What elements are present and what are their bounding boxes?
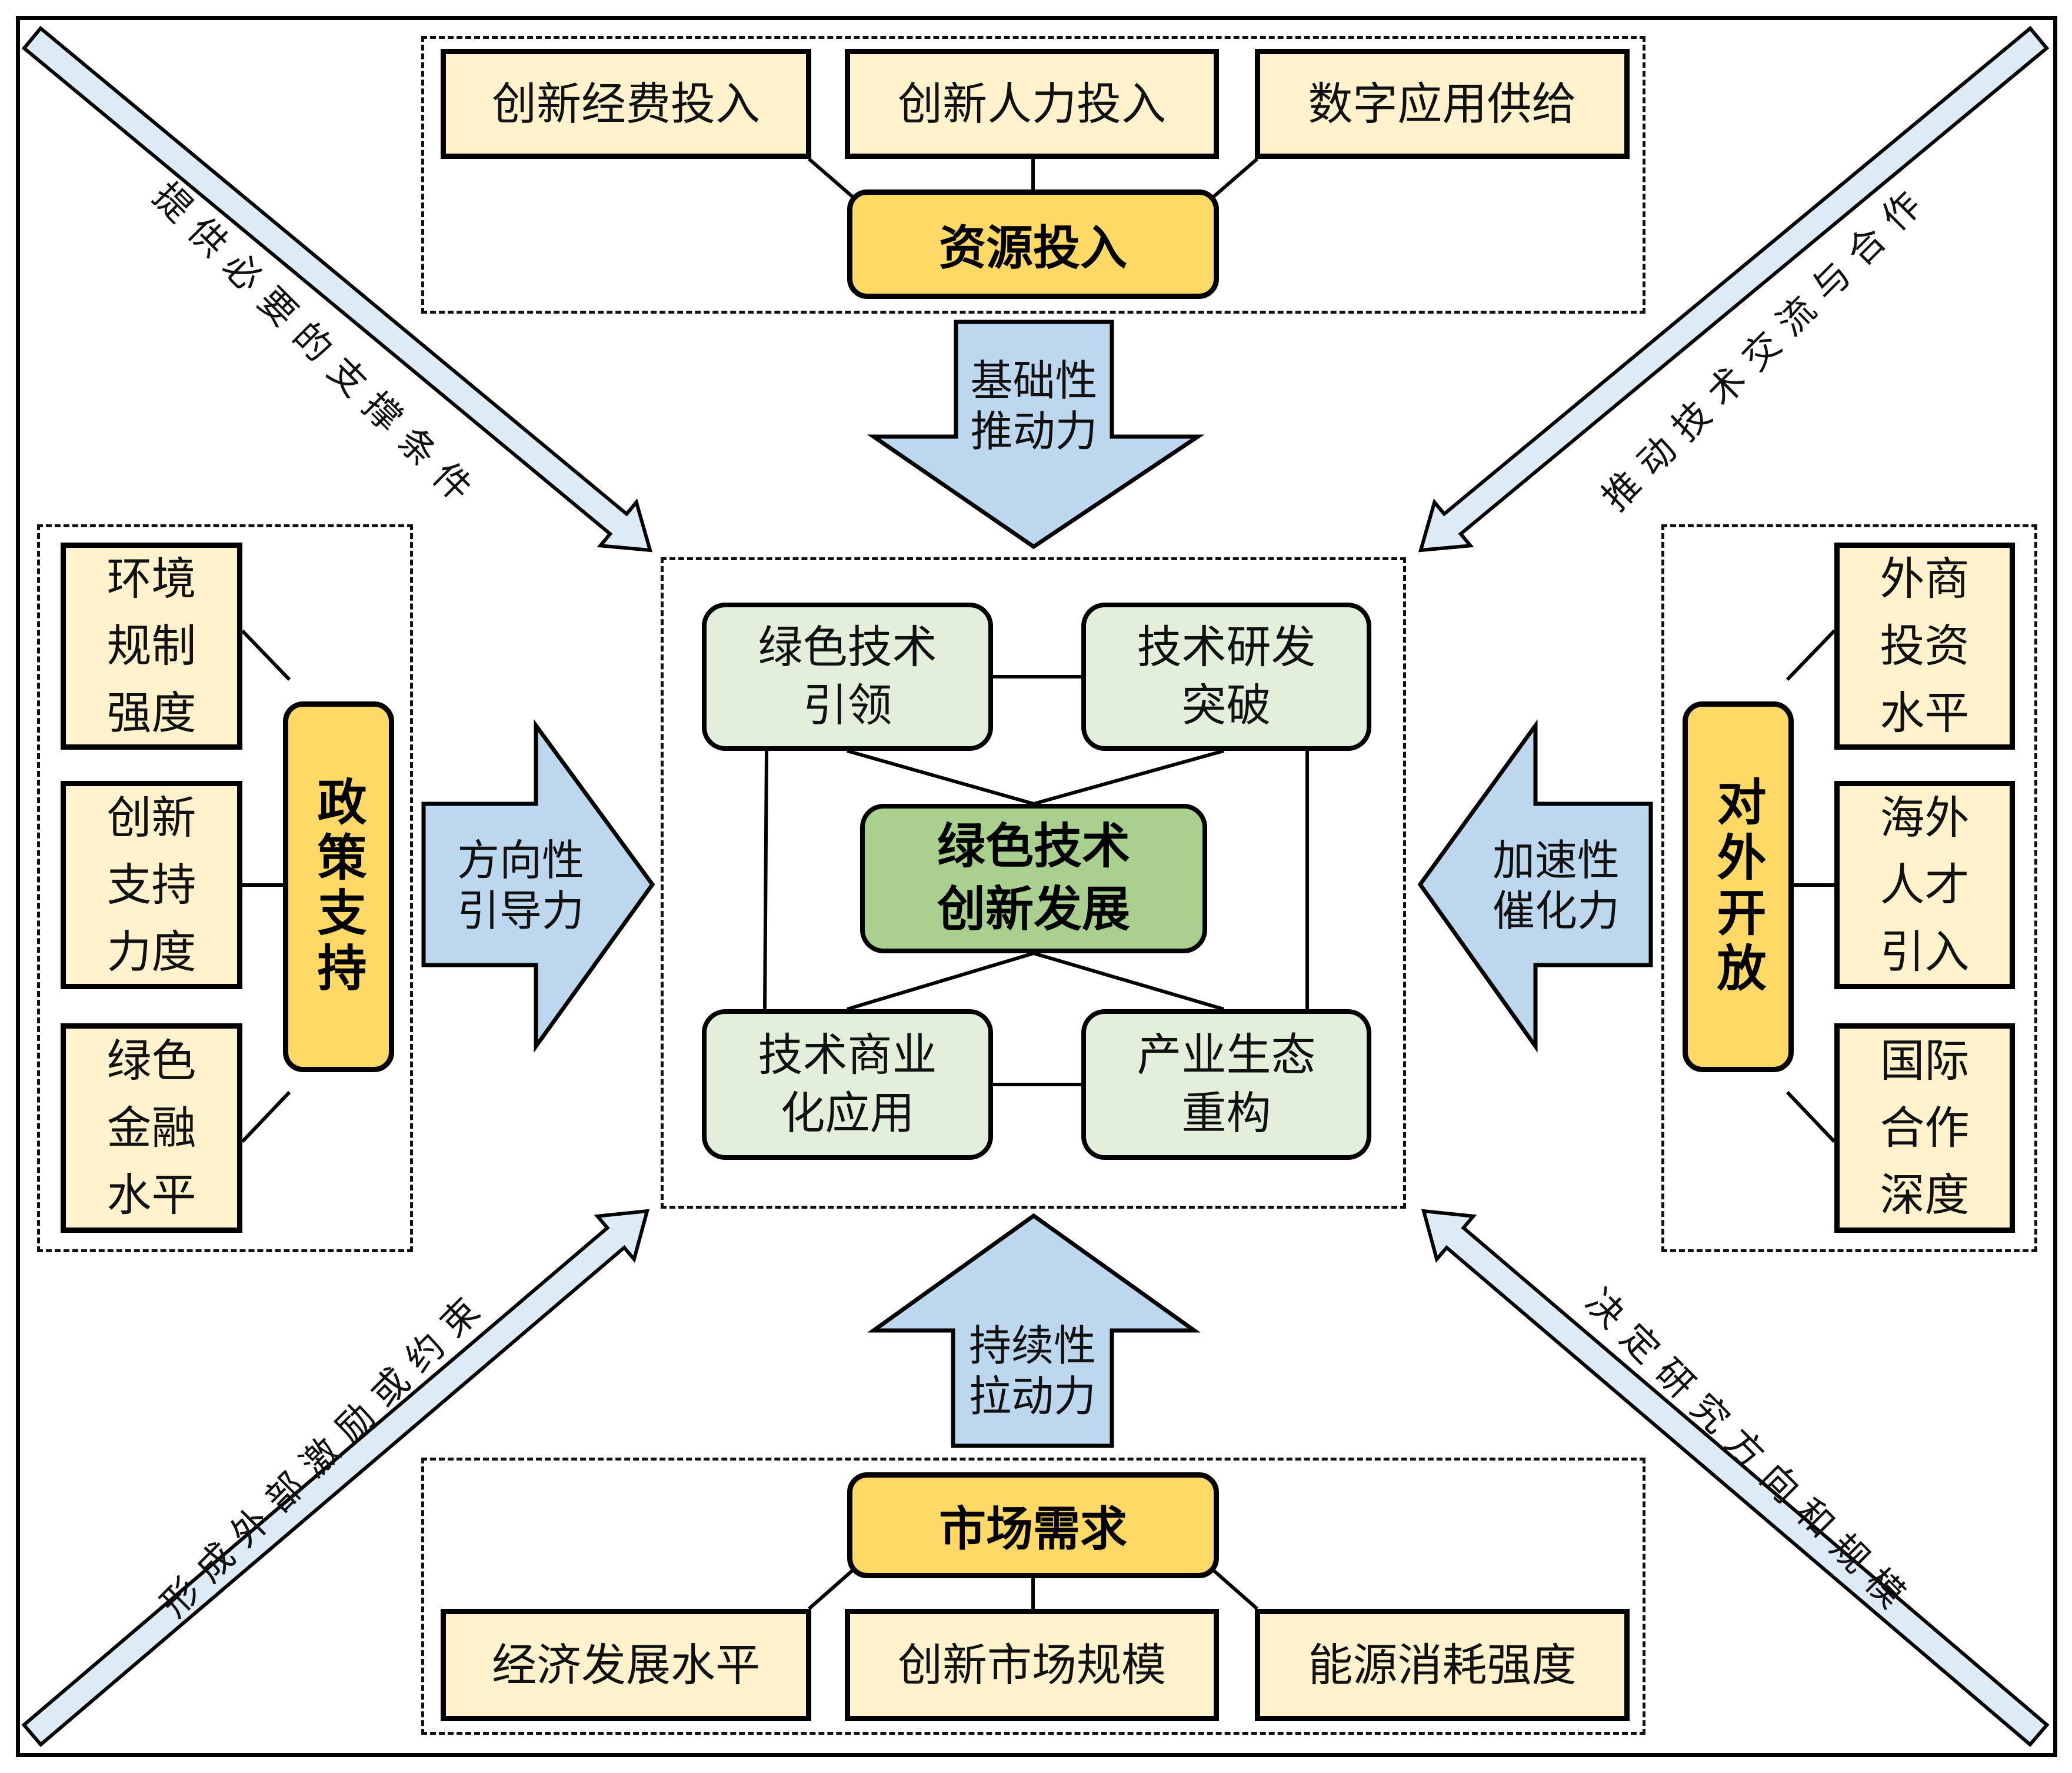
link-lead-core (847, 749, 1034, 806)
factor-market-scale: 创新市场规模 (845, 1609, 1219, 1721)
connector-top-1 (808, 157, 854, 199)
arrow-right-left (421, 719, 655, 1053)
diag-arrow-bottom-right (1421, 1209, 2050, 1747)
label-sustained-pull: 持续性 拉动力 (968, 1320, 1096, 1421)
hub-policy-support: 政策支持 (283, 701, 394, 1072)
top-group-box (421, 36, 1645, 314)
label-foundational-push: 基础性 推动力 (970, 355, 1098, 456)
label-directional-guidance: 方向性 引导力 (457, 835, 584, 936)
factor-foreign-investment: 外商 投资 水平 (1834, 543, 2015, 750)
factor-digital-supply: 数字应用供给 (1255, 49, 1630, 159)
link-eco-core (1033, 952, 1224, 1011)
left-group-box (37, 524, 413, 1252)
bottom-group-box (421, 1458, 1645, 1735)
node-industrial-ecosystem: 产业生态 重构 (1081, 1009, 1371, 1160)
factor-green-finance: 绿色 金融 水平 (61, 1023, 242, 1233)
node-rd-breakthrough: 技术研发 突破 (1081, 603, 1371, 751)
arrow-up-bottom (867, 1213, 1201, 1448)
connector-right-3 (1785, 1090, 1836, 1143)
label-accelerating-catalyst: 加速性 催化力 (1492, 835, 1620, 936)
hub-opening-up: 对外开放 (1683, 701, 1794, 1072)
diag-arrow-top-right (1418, 25, 2050, 553)
connector-top-3 (1212, 157, 1258, 199)
factor-innovation-support: 创新 支持 力度 (61, 781, 242, 989)
arrow-down-top (867, 320, 1205, 550)
center-group-box (661, 557, 1406, 1209)
factor-overseas-talent: 海外 人才 引入 (1834, 781, 2015, 989)
factor-intl-cooperation: 国际 合作 深度 (1834, 1023, 2015, 1233)
hub-market-demand: 市场需求 (847, 1472, 1219, 1578)
diag-arrow-bottom-left (21, 1209, 650, 1747)
connector-left-3 (241, 1090, 291, 1143)
connector-left-1 (241, 629, 291, 681)
node-green-tech-leadership: 绿色技术 引领 (702, 603, 993, 751)
factor-innovation-funding: 创新经费投入 (441, 49, 811, 159)
factor-economic-development: 经济发展水平 (441, 1609, 811, 1721)
link-comm-core (847, 952, 1034, 1011)
factor-env-regulation: 环境 规制 强度 (61, 543, 242, 750)
factor-energy-intensity: 能源消耗强度 (1255, 1609, 1630, 1721)
connector-bottom-1 (808, 1568, 854, 1611)
core-green-tech-innovation: 绿色技术 创新发展 (860, 804, 1207, 953)
hub-resource-input: 资源投入 (847, 189, 1219, 299)
link-lead-comm (763, 750, 768, 1010)
link-rd-core (1033, 749, 1224, 806)
outer-frame (16, 16, 2057, 1757)
arrow-left-right (1417, 719, 1653, 1053)
diag-arrow-top-left (21, 25, 653, 553)
node-commercial-application: 技术商业 化应用 (702, 1009, 993, 1160)
connector-right-1 (1785, 629, 1836, 681)
connector-bottom-3 (1212, 1568, 1258, 1611)
right-group-box (1661, 524, 2037, 1252)
factor-innovation-labor: 创新人力投入 (845, 49, 1219, 159)
